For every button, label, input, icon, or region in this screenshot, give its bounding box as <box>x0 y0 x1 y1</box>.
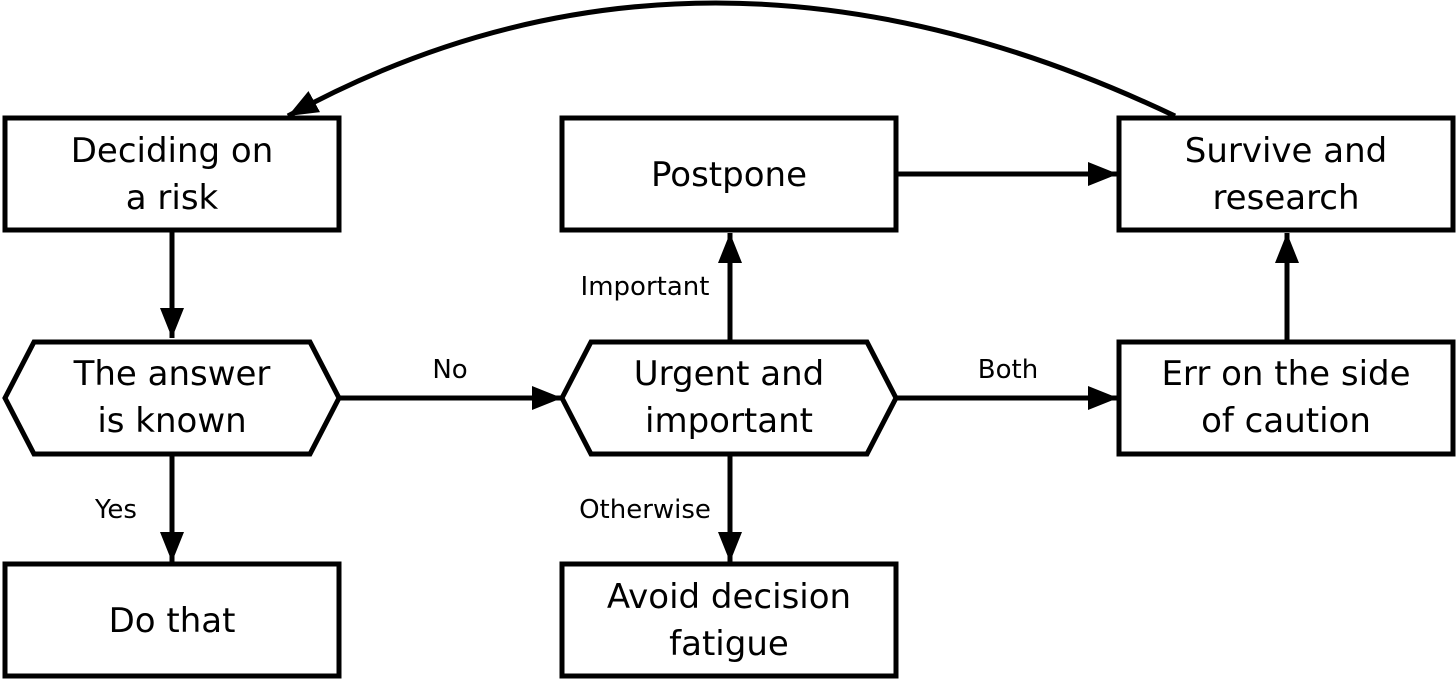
edges <box>160 0 1299 562</box>
node-survive-and-research: Survive and research <box>1116 115 1456 233</box>
node-deciding-on-a-risk: Deciding on a risk <box>2 115 342 233</box>
node-err-line1: Err on the side <box>1161 354 1410 394</box>
edge-label-otherwise: Otherwise <box>579 495 711 525</box>
node-err-line2: of caution <box>1201 401 1371 441</box>
node-survive-line2: research <box>1212 178 1359 218</box>
node-err-on-the-side-of-caution: Err on the side of caution <box>1116 339 1456 457</box>
node-deciding-line2: a risk <box>126 178 219 218</box>
edge-label-both: Both <box>978 355 1038 385</box>
node-answer-line1: The answer <box>73 354 271 394</box>
node-avoid-decision-fatigue: Avoid decision fatigue <box>559 561 899 679</box>
node-deciding-line1: Deciding on <box>71 131 274 171</box>
node-the-answer-is-known: The answer is known <box>2 339 342 457</box>
node-answer-line2: is known <box>97 401 246 441</box>
edge-label-no: No <box>432 355 467 385</box>
node-do-that-line1: Do that <box>109 601 236 641</box>
node-avoid-line2: fatigue <box>669 624 789 664</box>
node-survive-line1: Survive and <box>1185 131 1388 171</box>
node-postpone-line1: Postpone <box>651 155 807 195</box>
node-do-that: Do that <box>2 561 342 679</box>
edge-label-important: Important <box>581 272 710 302</box>
node-postpone: Postpone <box>559 115 899 233</box>
edge-survive-to-deciding <box>286 0 1177 119</box>
node-avoid-line1: Avoid decision <box>607 577 851 617</box>
node-urgent-line1: Urgent and <box>634 354 824 394</box>
edge-label-yes: Yes <box>94 495 137 525</box>
node-urgent-and-important: Urgent and important <box>559 339 899 457</box>
edge-labels: No Yes Important Otherwise Both <box>94 272 1038 525</box>
node-urgent-line2: important <box>645 401 813 441</box>
